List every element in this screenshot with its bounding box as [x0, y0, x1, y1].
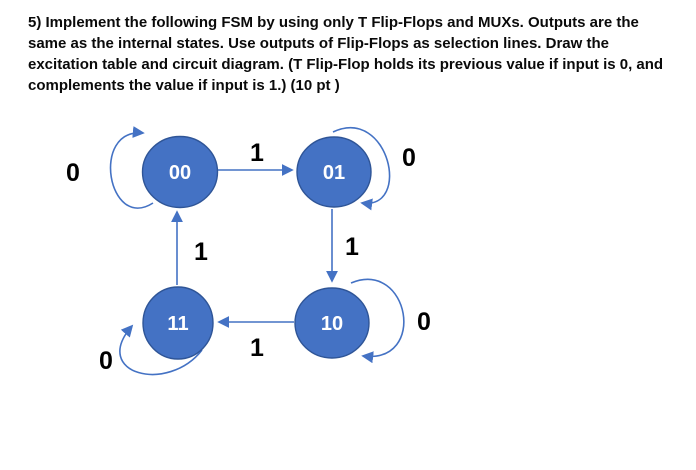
state-node-01 [296, 136, 372, 208]
question-line-4: complements the value if input is 1.) (1… [28, 77, 340, 94]
state-node-11 [142, 286, 214, 360]
question-text: 5) Implement the following FSM by using … [28, 12, 688, 96]
state-label-00: 00 [169, 162, 191, 184]
self-loop-label-11: 0 [99, 347, 113, 375]
question-line-2: same as the internal states. Use outputs… [28, 35, 609, 52]
state-label-11: 11 [167, 313, 188, 335]
self-loop-10 [350, 278, 405, 364]
state-node-00 [141, 135, 219, 209]
self-loop-label-01: 0 [402, 144, 416, 172]
state-label-10: 10 [321, 313, 343, 335]
question-line-3: excitation table and circuit diagram. (T… [28, 56, 664, 73]
self-loop-01 [332, 127, 391, 211]
transition-label-01-10: 1 [345, 233, 359, 261]
self-loop-00 [109, 126, 154, 209]
self-loop-label-00: 0 [66, 159, 80, 187]
transition-label-00-01: 1 [250, 139, 264, 167]
transition-label-11-00: 1 [194, 238, 208, 266]
state-label-01: 01 [323, 162, 345, 184]
self-loop-label-10: 0 [417, 308, 431, 336]
self-loop-11 [119, 324, 203, 376]
question-line-1: 5) Implement the following FSM by using … [28, 14, 639, 31]
state-node-10 [294, 287, 370, 359]
transition-label-10-11: 1 [250, 334, 264, 362]
